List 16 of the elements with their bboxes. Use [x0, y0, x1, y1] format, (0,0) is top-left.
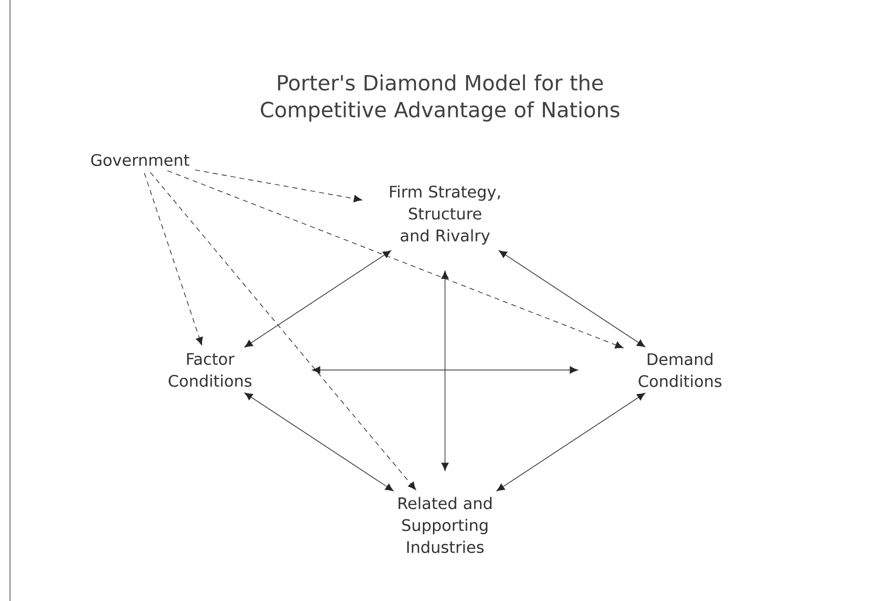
title: Porter's Diamond Model for the Competitive Advantage of Nations — [260, 74, 620, 122]
arrow — [144, 172, 203, 346]
arrow — [244, 250, 392, 348]
arrow — [167, 170, 624, 349]
arrow — [496, 392, 646, 492]
node-label: Government — [91, 154, 190, 166]
node-label: Related and Supporting Industries — [398, 496, 492, 554]
node-label: Firm Strategy, Structure and Rivalry — [390, 185, 500, 245]
arrow — [498, 250, 646, 348]
arrow — [194, 170, 362, 202]
arrow — [312, 366, 578, 374]
node-label: Demand Conditions — [638, 352, 722, 388]
arrow — [150, 172, 416, 490]
arrow — [244, 392, 394, 492]
arrow — [441, 270, 449, 471]
node-label: Factor Conditions — [168, 353, 252, 387]
